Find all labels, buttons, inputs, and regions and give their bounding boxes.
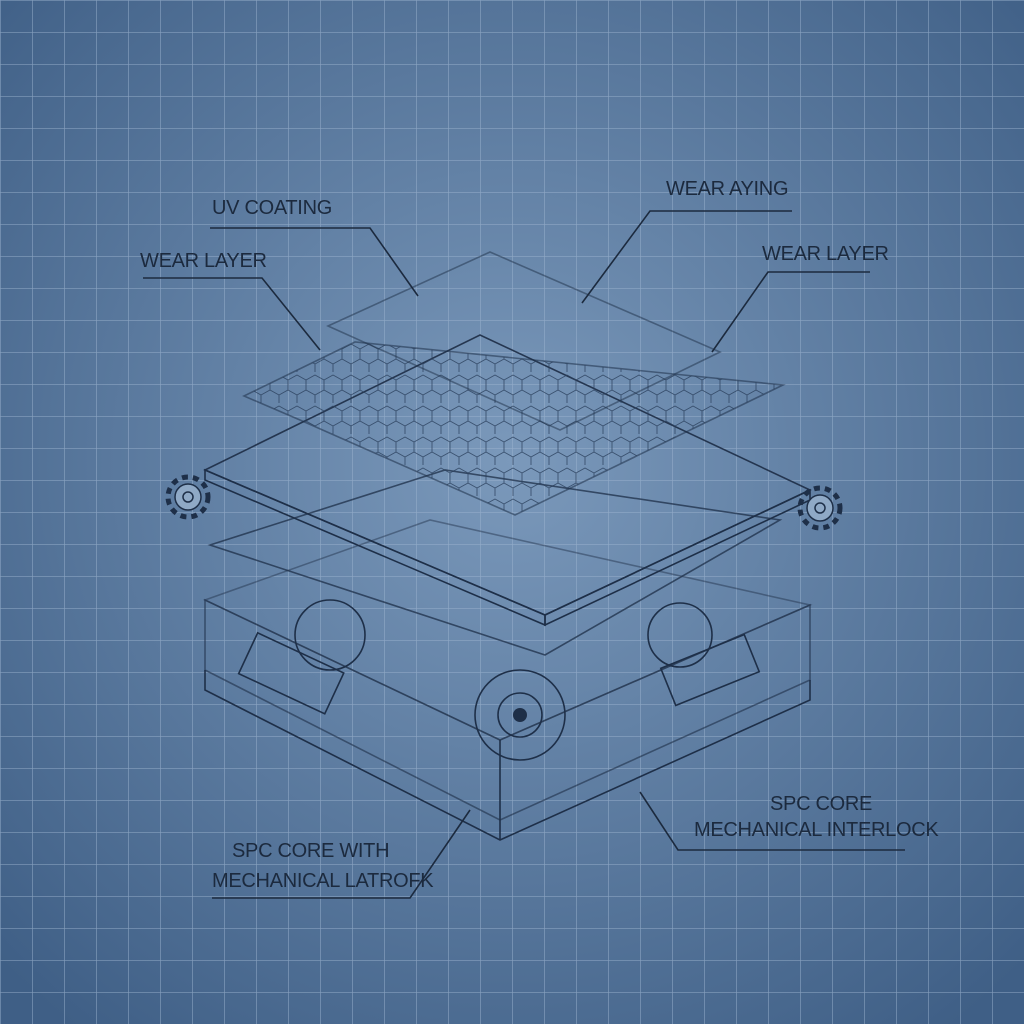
label-spc-core-right-1: SPC CORE xyxy=(770,793,872,815)
uv-coating-layer xyxy=(326,251,722,431)
label-spc-core-left-1: SPC CORE WITH xyxy=(232,840,389,862)
gear-mechanism-center xyxy=(474,669,566,761)
leader-spc-core-left xyxy=(212,809,471,899)
gear-mechanism-right xyxy=(647,602,713,668)
spc-core-base xyxy=(202,519,813,841)
leader-wear-aying xyxy=(581,210,792,304)
leader-uv-coating xyxy=(210,227,419,297)
label-wear-layer-right: WEAR LAYER xyxy=(762,243,889,265)
label-uv-coating: UV COATING xyxy=(212,197,332,219)
label-wear-aying: WEAR AYING xyxy=(666,178,788,200)
gear-mechanism-left xyxy=(294,599,366,671)
gear-icon-right xyxy=(797,485,843,531)
label-wear-layer-left: WEAR LAYER xyxy=(140,250,267,272)
honeycomb-wear-layer xyxy=(242,341,786,516)
topographic-layer xyxy=(207,469,783,656)
leader-wear-layer-left xyxy=(143,277,321,351)
leader-spc-core-right xyxy=(639,791,905,851)
gear-icon-left xyxy=(165,474,211,520)
label-spc-core-right-2: MECHANICAL INTERLOCK xyxy=(694,819,939,841)
leader-wear-layer-right xyxy=(711,271,870,353)
label-spc-core-left-2: MECHANICAL LATROFK xyxy=(212,870,434,892)
